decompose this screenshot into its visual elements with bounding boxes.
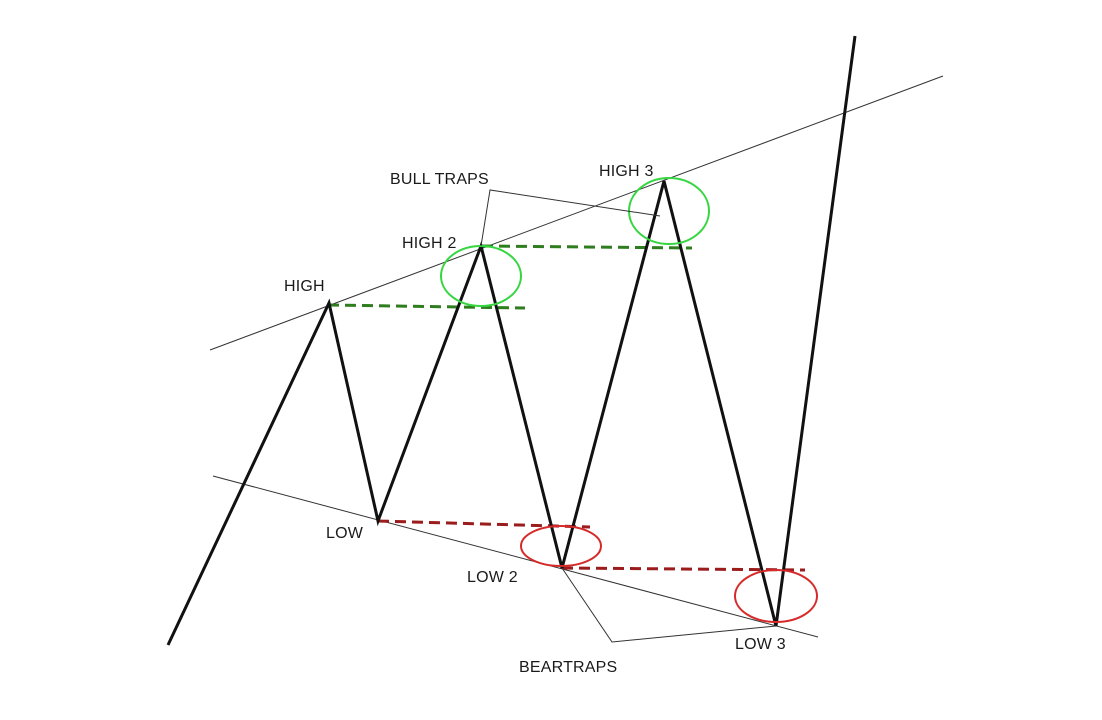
bull-trap-circle-high3	[628, 177, 710, 245]
beartraps-callout	[561, 567, 777, 643]
price-path	[166, 35, 857, 646]
label-high-2: HIGH 2	[402, 235, 457, 252]
label-low-2: LOW 2	[467, 569, 518, 586]
bear-trap-level-low2	[561, 566, 806, 572]
label-bull-traps: BULL TRAPS	[390, 171, 489, 188]
bull-trap-level-high2	[481, 244, 693, 250]
bear-trap-circle-low2	[520, 525, 602, 567]
bull-traps-callout	[480, 189, 661, 247]
bull-trap-circle-high2	[440, 245, 522, 307]
label-low-3: LOW 3	[735, 636, 786, 653]
label-high: HIGH	[284, 278, 325, 295]
upper-trend-line	[209, 75, 944, 351]
bear-trap-circle-low3	[734, 569, 818, 623]
lower-trend-line	[212, 475, 819, 638]
label-high-3: HIGH 3	[599, 163, 654, 180]
label-low: LOW	[326, 525, 364, 542]
label-beartraps: BEARTRAPS	[519, 659, 618, 676]
